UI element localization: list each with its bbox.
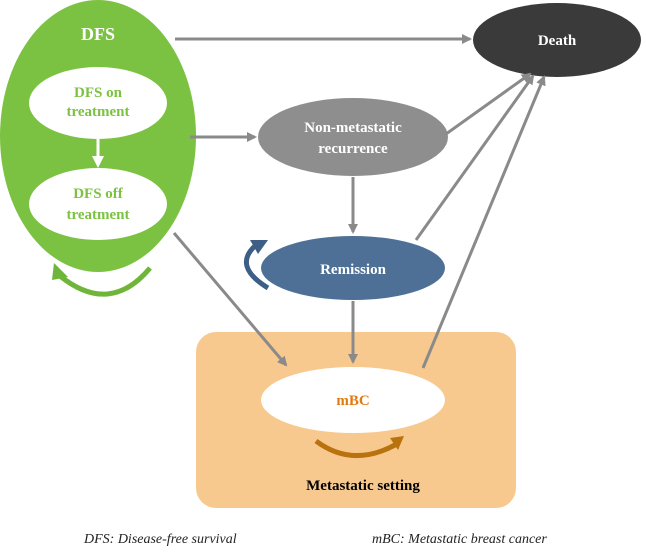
dfs-off-treatment-state	[29, 168, 167, 240]
footnote-dfs: DFS: Disease-free survival	[84, 532, 237, 547]
remission-self-loop-arrow	[244, 240, 270, 291]
dfs-label: DFS	[81, 24, 115, 44]
death-label: Death	[538, 33, 577, 49]
dfs-self-loop-arrow	[52, 263, 152, 297]
non-metastatic-label-2: recurrence	[318, 141, 388, 157]
transition-arrows	[172, 34, 546, 369]
footnote-mbc: mBC: Metastatic breast cancer	[372, 532, 547, 547]
arrow-mbc-to-death	[421, 75, 546, 369]
arrow-non-metastatic-to-death	[445, 72, 532, 136]
mbc-self-loop-arrow	[314, 436, 404, 458]
dfs-on-treatment-label-1: DFS on	[74, 85, 123, 101]
remission-label: Remission	[320, 262, 386, 278]
death-state	[473, 3, 641, 77]
mbc-state	[261, 367, 445, 433]
non-metastatic-label-1: Non-metastatic	[304, 120, 402, 136]
dfs-on-treatment-state	[29, 67, 167, 139]
metastatic-setting-label: Metastatic setting	[306, 478, 420, 494]
dfs-off-treatment-label-1: DFS off	[73, 186, 124, 202]
dfs-off-treatment-label-2: treatment	[66, 207, 129, 223]
arrow-dfs-to-mbc	[172, 232, 288, 367]
dfs-on-treatment-label-2: treatment	[66, 104, 129, 120]
remission-state	[261, 236, 445, 300]
mbc-label: mBC	[336, 393, 369, 409]
non-metastatic-recurrence-state	[258, 98, 448, 176]
arrow-remission-to-death	[414, 74, 535, 241]
